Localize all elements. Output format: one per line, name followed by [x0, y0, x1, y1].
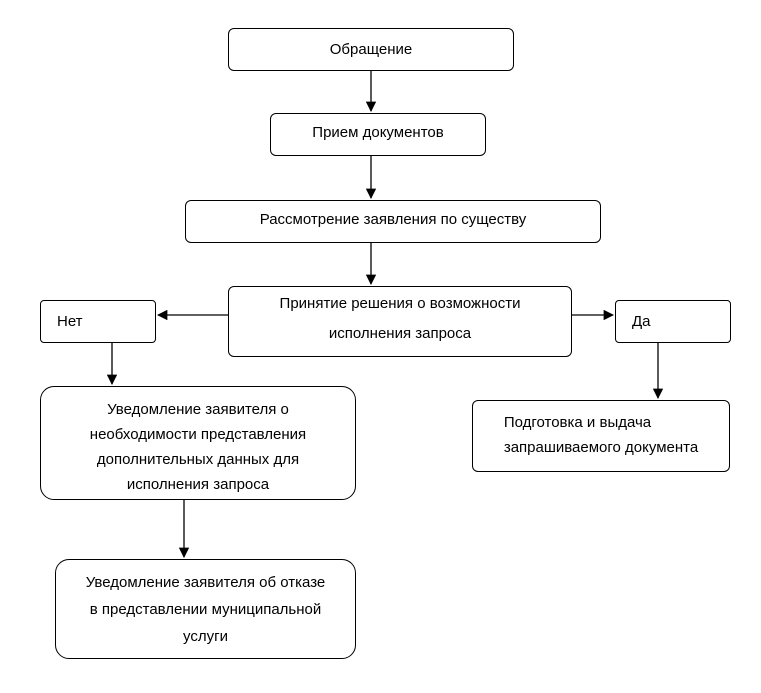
node-decision-label: Принятие решения о возможности исполнени…	[279, 295, 521, 342]
node-accept-documents-label: Прием документов	[312, 123, 444, 141]
node-no: Нет	[40, 300, 156, 343]
node-prepare-document: Подготовка и выдача запрашиваемого докум…	[472, 400, 730, 472]
node-prepare-document-label: Подготовка и выдача запрашиваемого докум…	[503, 414, 699, 456]
node-appeal-label: Обращение	[329, 40, 413, 58]
node-review-application-label: Рассмотрение заявления по существу	[259, 210, 527, 228]
node-no-label: Нет	[57, 312, 83, 330]
node-notify-additional-data-label: Уведомление заявителя о необходимости пр…	[89, 401, 307, 493]
node-notify-refusal: Уведомление заявителя об отказе в предст…	[55, 559, 356, 659]
node-yes: Да	[615, 300, 731, 343]
node-appeal: Обращение	[228, 28, 514, 71]
node-yes-label: Да	[632, 312, 651, 330]
node-notify-additional-data: Уведомление заявителя о необходимости пр…	[40, 386, 356, 500]
node-notify-refusal-label: Уведомление заявителя об отказе в предст…	[85, 574, 326, 645]
node-accept-documents: Прием документов	[270, 113, 486, 156]
node-decision: Принятие решения о возможности исполнени…	[228, 286, 572, 357]
node-review-application: Рассмотрение заявления по существу	[185, 200, 601, 243]
